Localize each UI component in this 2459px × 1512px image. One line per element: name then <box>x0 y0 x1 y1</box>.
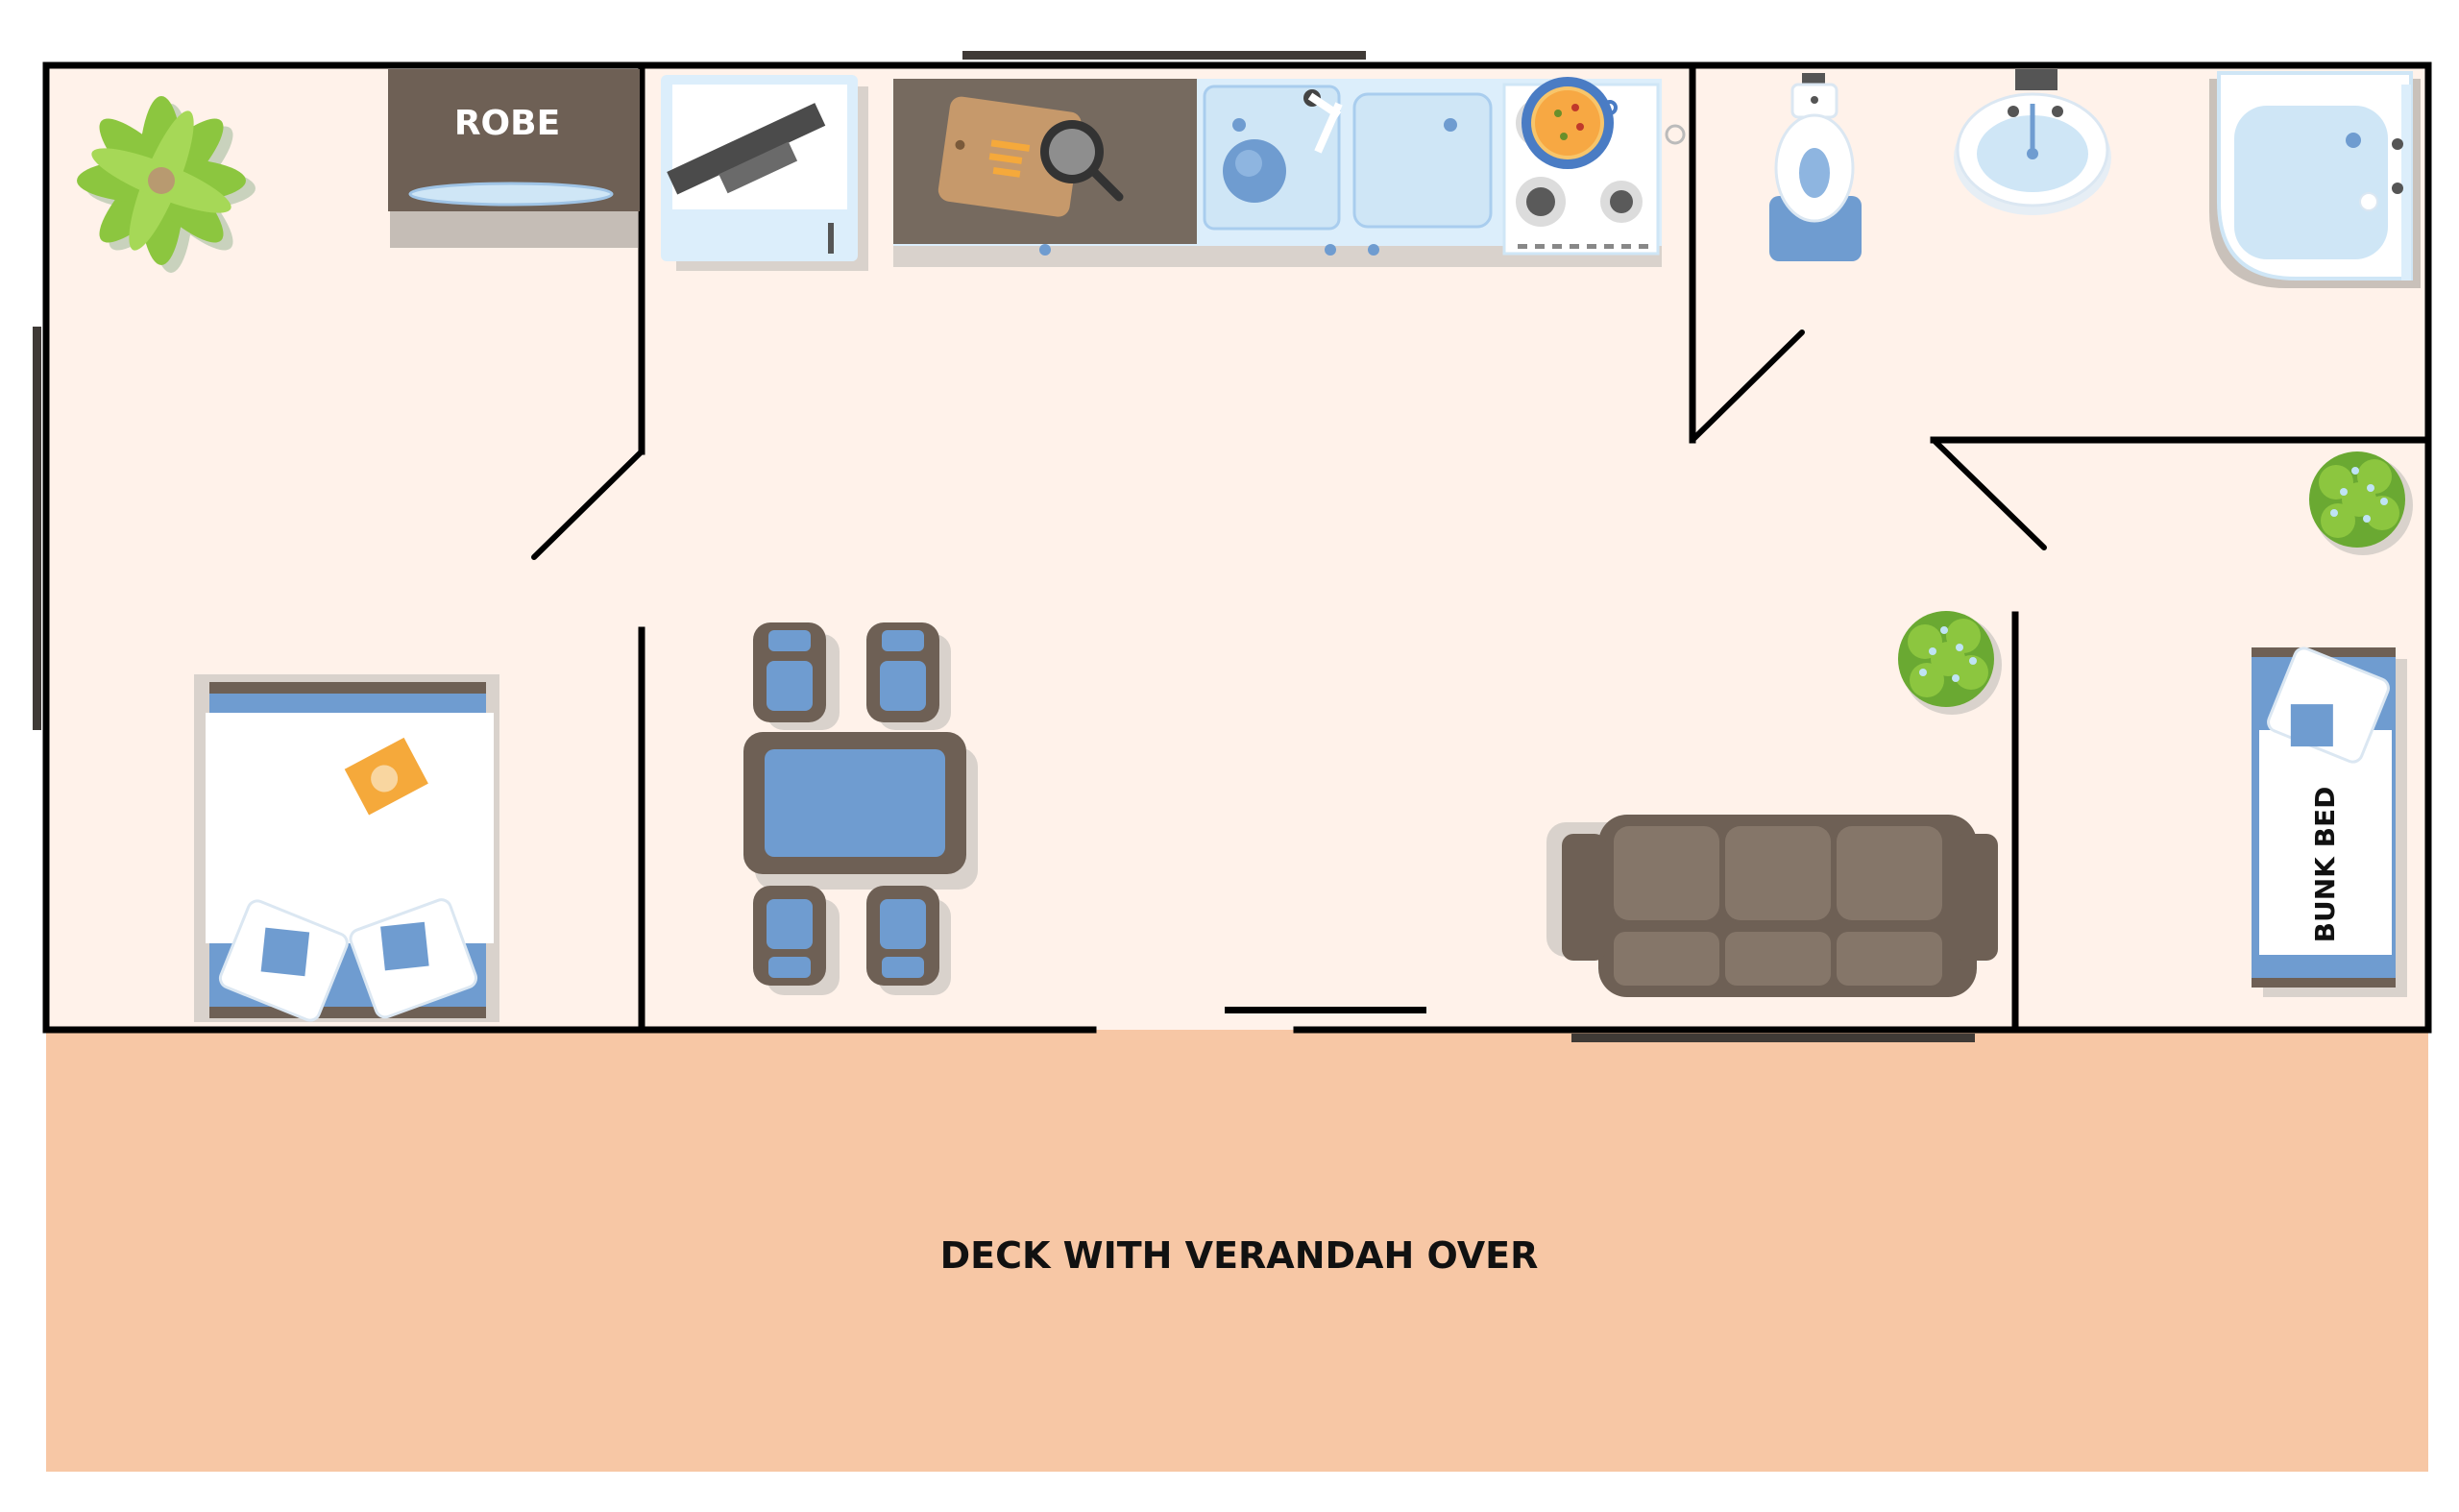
dining-chair-icon <box>753 886 826 986</box>
dining-chair-icon <box>866 622 939 722</box>
kitchen-bench <box>893 77 1686 267</box>
toilet-icon <box>1769 73 1862 261</box>
double-sink-icon <box>1307 92 1493 256</box>
walls <box>42 61 2432 1034</box>
sofa-icon <box>1546 815 1998 997</box>
cutting-board-icon <box>937 96 1082 217</box>
pillow-right <box>349 898 478 1019</box>
washing-machine-icon <box>1203 85 1341 231</box>
window-left <box>33 327 41 730</box>
bunkroom-door-leaf <box>1931 437 2047 550</box>
bedroom-door-leaf <box>531 449 645 560</box>
windows <box>33 51 1975 1042</box>
dining-set <box>743 622 978 995</box>
entry-sliding-door <box>1225 1007 1426 1013</box>
shrub-plant-icon <box>1898 611 2002 715</box>
door-swing-icon <box>531 329 2047 560</box>
window-top <box>962 51 1366 60</box>
bunk-bed-icon: BUNK BED <box>2252 646 2407 997</box>
shrub-plant-icon <box>2309 451 2413 555</box>
pillow-left <box>218 899 349 1022</box>
deck-area: DECK WITH VERANDAH OVER <box>46 1030 2428 1472</box>
bathroom-door-leaf <box>1690 329 1805 443</box>
robe-cabinet-icon: ROBE <box>388 69 640 248</box>
shower-icon <box>2209 71 2421 288</box>
book-icon <box>344 737 428 816</box>
tv-unit-icon <box>661 75 868 271</box>
deck-label: DECK WITH VERANDAH OVER <box>940 1234 1539 1277</box>
frying-pan-icon <box>1040 120 1124 202</box>
double-bed-icon <box>194 674 499 1022</box>
robe-label: ROBE <box>454 104 560 143</box>
dining-table-icon <box>743 732 966 874</box>
bunk-pillow <box>2267 646 2390 764</box>
palm-plant-icon <box>77 96 256 273</box>
pizza-pan-icon <box>1522 77 1686 169</box>
dining-chair-icon <box>866 886 939 986</box>
window-bottom <box>1571 1034 1975 1042</box>
bunk-bed-label: BUNK BED <box>2309 787 2341 943</box>
dining-chair-icon <box>753 622 826 722</box>
wash-basin-icon <box>1954 69 2111 215</box>
deck-surface <box>46 1030 2428 1472</box>
